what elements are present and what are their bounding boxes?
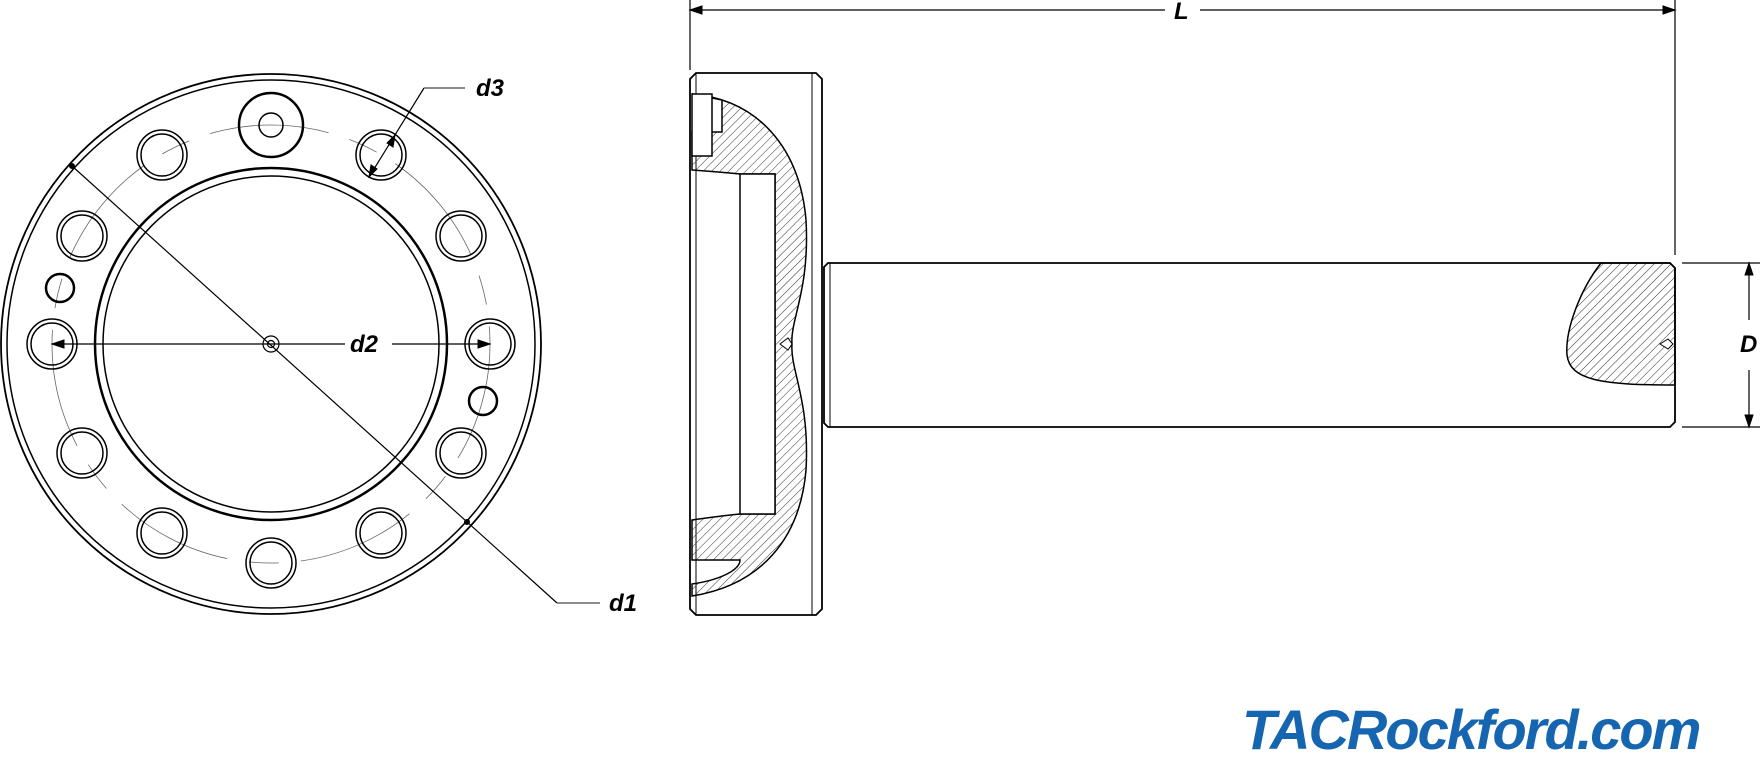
shaft-end-section-hatch xyxy=(1566,262,1676,386)
counterbore-hole xyxy=(237,91,305,159)
flange-inner-recess xyxy=(739,173,776,515)
shaft-body xyxy=(823,262,1676,428)
flange-outer-ring-inner xyxy=(6,79,536,609)
pin-hole-left xyxy=(44,272,76,304)
d3-leader xyxy=(368,87,425,178)
L-label: L xyxy=(1174,0,1189,25)
flange-body xyxy=(689,72,823,616)
d1-label: d1 xyxy=(609,590,637,617)
d1-leader xyxy=(71,165,558,604)
side-section-view xyxy=(688,0,1760,616)
D-label: D xyxy=(1740,331,1757,358)
brand-logo: TACRockford.com xyxy=(1242,698,1701,761)
front-view xyxy=(0,73,600,615)
d3-label: d3 xyxy=(476,75,505,102)
flange-outer-ring xyxy=(0,73,542,615)
d2-label: d2 xyxy=(350,331,379,358)
pin-hole-right xyxy=(467,385,499,417)
